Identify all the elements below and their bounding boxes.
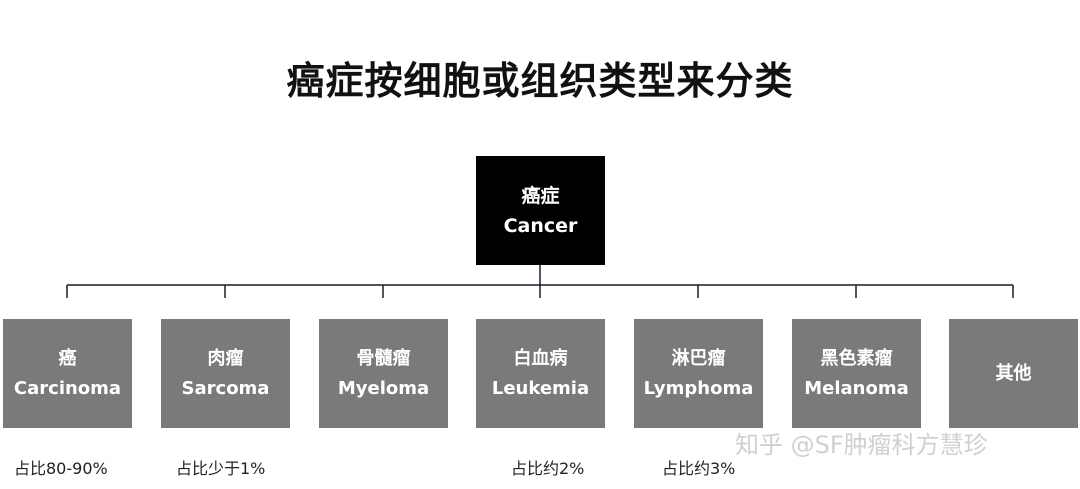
node-leukemia: 白血病 Leukemia <box>476 319 605 428</box>
node-lymphoma: 淋巴瘤 Lymphoma <box>634 319 763 428</box>
root-label-en: Cancer <box>503 214 578 237</box>
node-label-zh: 癌 <box>58 347 77 369</box>
node-label-zh: 其他 <box>995 362 1032 384</box>
node-label-en: Melanoma <box>804 377 909 399</box>
node-label-en: Carcinoma <box>13 377 122 399</box>
note-leukemia: 占比约2% <box>511 459 585 478</box>
node-label-zh: 黑色素瘤 <box>820 347 893 369</box>
root-node-cancer: 癌症 Cancer <box>476 156 605 265</box>
node-label-en: Sarcoma <box>181 377 270 399</box>
node-label-zh: 骨髓瘤 <box>356 347 411 369</box>
note-sarcoma: 占比少于1% <box>176 459 266 478</box>
note-carcinoma: 占比80-90% <box>14 459 108 478</box>
node-label-zh: 肉瘤 <box>207 347 244 369</box>
node-label-en: Lymphoma <box>643 377 754 399</box>
node-sarcoma: 肉瘤 Sarcoma <box>161 319 290 428</box>
node-label-zh: 淋巴瘤 <box>671 347 726 369</box>
node-other: 其他 <box>949 319 1078 428</box>
root-label-zh: 癌症 <box>521 184 560 207</box>
note-lymphoma: 占比约3% <box>662 459 736 478</box>
node-label-zh: 白血病 <box>513 347 568 369</box>
node-myeloma: 骨髓瘤 Myeloma <box>319 319 448 428</box>
node-melanoma: 黑色素瘤 Melanoma <box>792 319 921 428</box>
watermark: 知乎 @SF肿瘤科方慧珍 <box>735 431 988 459</box>
diagram-title: 癌症按细胞或组织类型来分类 <box>286 59 794 103</box>
node-label-en: Myeloma <box>337 377 430 399</box>
node-carcinoma: 癌 Carcinoma <box>3 319 132 428</box>
node-label-en: Leukemia <box>491 377 590 399</box>
